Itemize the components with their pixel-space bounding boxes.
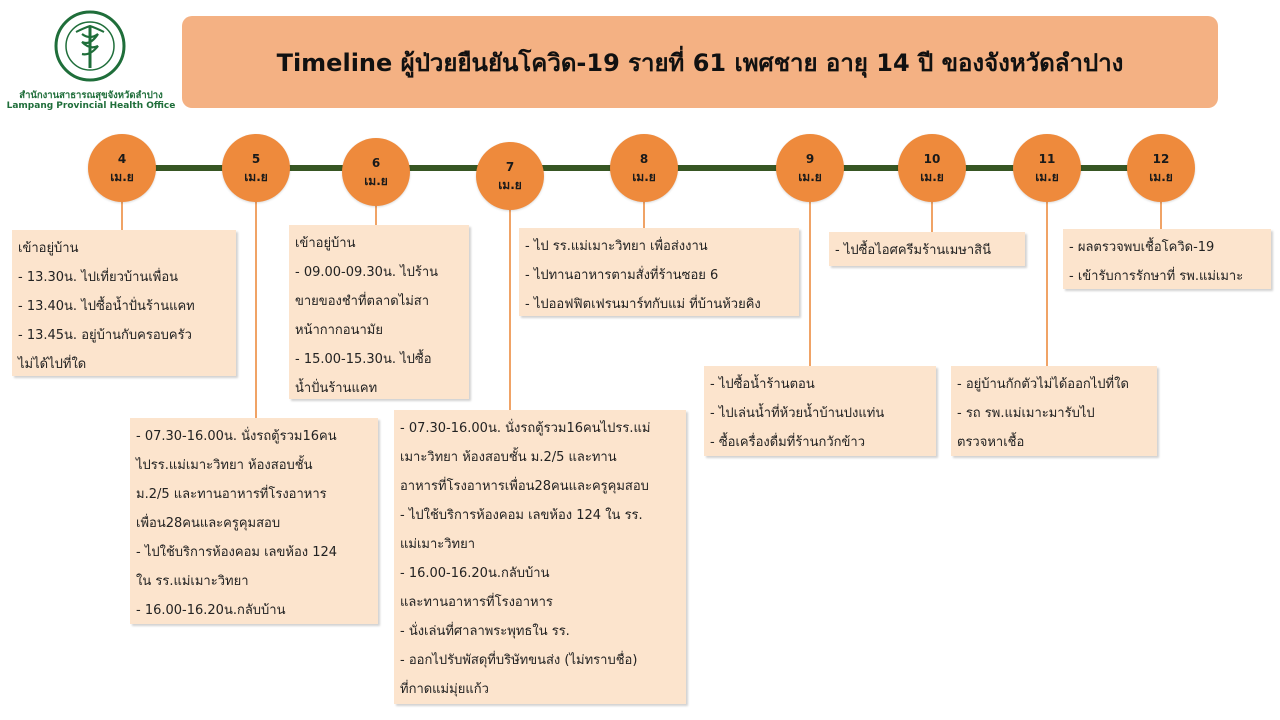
moph-emblem-icon [54,10,126,82]
stem-d4 [121,190,123,232]
event-line: - อยู่บ้านกักตัวไม่ได้ออกไปที่ใด [957,377,1129,392]
date-node-8: 8 เม.ย [610,134,678,202]
title-banner: Timeline ผู้ป่วยยืนยันโควิด-19 รายที่ 61… [182,16,1218,108]
event-box-d12: - ผลตรวจพบเชื้อโควิด-19 - เข้ารับการรักษ… [1063,229,1271,289]
date-month: เม.ย [632,170,656,184]
date-day: 10 [923,152,941,166]
event-box-d10: - ไปซื้อไอศครีมร้านเมษาสินี [829,232,1025,266]
event-line: ขายของชำที่ตลาดไม่สา [295,294,430,309]
event-line: เพื่อน28คนและครูคุมสอบ [136,516,281,531]
stem-d9 [809,195,811,367]
date-node-7: 7 เม.ย [476,142,544,210]
date-month: เม.ย [364,174,388,188]
event-line: - 13.40น. ไปซื้อน้ำปั่นร้านแคท [18,299,195,314]
event-line: - ไป รร.แม่เมาะวิทยา เพื่อส่งงาน [525,239,708,254]
event-line: เข้าอยู่บ้าน [295,236,356,251]
event-line: ใน รร.แม่เมาะวิทยา [136,574,249,589]
stem-d10 [931,195,933,235]
event-line: ไปรร.แม่เมาะวิทยา ห้องสอบชั้น [136,458,313,473]
event-line: - ออกไปรับพัสดุที่บริษัทขนส่ง (ไม่ทราบชื… [400,653,638,668]
event-line: - ไปซื้อไอศครีมร้านเมษาสินี [835,243,991,258]
event-line: - 15.00-15.30น. ไปซื้อ [295,352,432,367]
date-day: 5 [251,152,261,166]
event-line: - ไปใช้บริการห้องคอม เลขห้อง 124 [136,545,338,560]
event-line: - ไปเล่นน้ำที่ห้วยน้ำบ้านปงแท่น [710,406,885,421]
date-day: 12 [1152,152,1170,166]
stem-d12 [1160,190,1162,230]
event-line: - ไปออฟฟิตเฟรนมาร์ทกับแม่ ที่บ้านห้วยคิง [525,297,761,312]
event-box-d9: - ไปซื้อน้ำร้านตอน - ไปเล่นน้ำที่ห้วยน้ำ… [704,366,936,456]
event-line: - 09.00-09.30น. ไปร้าน [295,265,439,280]
event-line: เมาะวิทยา ห้องสอบชั้น ม.2/5 และทาน [400,450,617,465]
event-line: ที่กาดแม่มุ่ยแก้ว [400,682,489,697]
event-line: - นั่งเล่นที่ศาลาพระพุทธใน รร. [400,624,570,639]
event-box-d6: เข้าอยู่บ้าน - 09.00-09.30น. ไปร้าน ขายข… [289,225,469,399]
event-line: เข้าอยู่บ้าน [18,241,79,256]
event-line: และทานอาหารที่โรงอาหาร [400,595,553,610]
date-node-6: 6 เม.ย [342,138,410,206]
date-node-11: 11 เม.ย [1013,134,1081,202]
event-box-d11: - อยู่บ้านกักตัวไม่ได้ออกไปที่ใด - รถ รพ… [951,366,1157,456]
stem-d7 [509,200,511,412]
event-line: - ผลตรวจพบเชื้อโควิด-19 [1069,240,1215,255]
logo-name-english: Lampang Provincial Health Office [6,101,176,111]
event-line: - 07.30-16.00น. นั่งรถตู้รวม16คนไปรร.แม่ [400,421,651,436]
date-day: 6 [371,156,381,170]
event-line: - ซื้อเครื่องดื่มที่ร้านกวักข้าว [710,435,866,450]
event-line: หน้ากากอนามัย [295,323,383,338]
stem-d11 [1046,195,1048,367]
date-day: 4 [117,152,127,166]
date-month: เม.ย [920,170,944,184]
event-line: - รถ รพ.แม่เมาะมารับไป [957,406,1095,421]
event-box-d4: เข้าอยู่บ้าน - 13.30น. ไปเที่ยวบ้านเพื่อ… [12,230,236,376]
event-line: - 16.00-16.20น.กลับบ้าน [136,603,286,618]
date-month: เม.ย [798,170,822,184]
event-line: - ไปซื้อน้ำร้านตอน [710,377,815,392]
date-month: เม.ย [1035,170,1059,184]
date-day: 8 [639,152,649,166]
event-line: - ไปทานอาหารตามสั่งที่ร้านซอย 6 [525,268,719,283]
date-day: 9 [805,152,815,166]
event-line: - 13.45น. อยู่บ้านกับครอบครัว [18,328,192,343]
event-line: ตรวจหาเชื้อ [957,435,1025,450]
event-line: - ไปใช้บริการห้องคอม เลขห้อง 124 ใน รร. [400,508,643,523]
date-month: เม.ย [498,178,522,192]
date-node-12: 12 เม.ย [1127,134,1195,202]
date-node-4: 4 เม.ย [88,134,156,202]
event-line: ม.2/5 และทานอาหารที่โรงอาหาร [136,487,327,502]
date-month: เม.ย [244,170,268,184]
date-day: 7 [505,160,515,174]
event-box-d8: - ไป รร.แม่เมาะวิทยา เพื่อส่งงาน - ไปทาน… [519,228,799,316]
event-line: - 13.30น. ไปเที่ยวบ้านเพื่อน [18,270,179,285]
event-line: น้ำปั่นร้านแคท [295,381,378,396]
date-node-5: 5 เม.ย [222,134,290,202]
event-line: - 07.30-16.00น. นั่งรถตู้รวม16คน [136,429,337,444]
event-line: - 16.00-16.20น.กลับบ้าน [400,566,550,581]
provincial-health-office-logo: สำนักงานสาธารณสุขจังหวัดลำปาง Lampang Pr… [0,0,180,120]
stem-d8 [643,195,645,230]
logo-name-thai: สำนักงานสาธารณสุขจังหวัดลำปาง [19,90,163,101]
stem-d5 [255,190,257,420]
date-node-9: 9 เม.ย [776,134,844,202]
date-month: เม.ย [110,170,134,184]
page-title: Timeline ผู้ป่วยยืนยันโควิด-19 รายที่ 61… [276,48,1124,77]
event-line: ไม่ได้ไปที่ใด [18,357,87,372]
event-line: - เข้ารับการรักษาที่ รพ.แม่เมาะ [1069,269,1244,284]
event-line: อาหารที่โรงอาหารเพื่อน28คนและครูคุมสอบ [400,479,649,494]
date-month: เม.ย [1149,170,1173,184]
event-box-d5: - 07.30-16.00น. นั่งรถตู้รวม16คน ไปรร.แม… [130,418,378,624]
stem-d6 [375,195,377,227]
date-day: 11 [1038,152,1056,166]
event-line: แม่เมาะวิทยา [400,537,476,552]
event-box-d7: - 07.30-16.00น. นั่งรถตู้รวม16คนไปรร.แม่… [394,410,686,704]
date-node-10: 10 เม.ย [898,134,966,202]
